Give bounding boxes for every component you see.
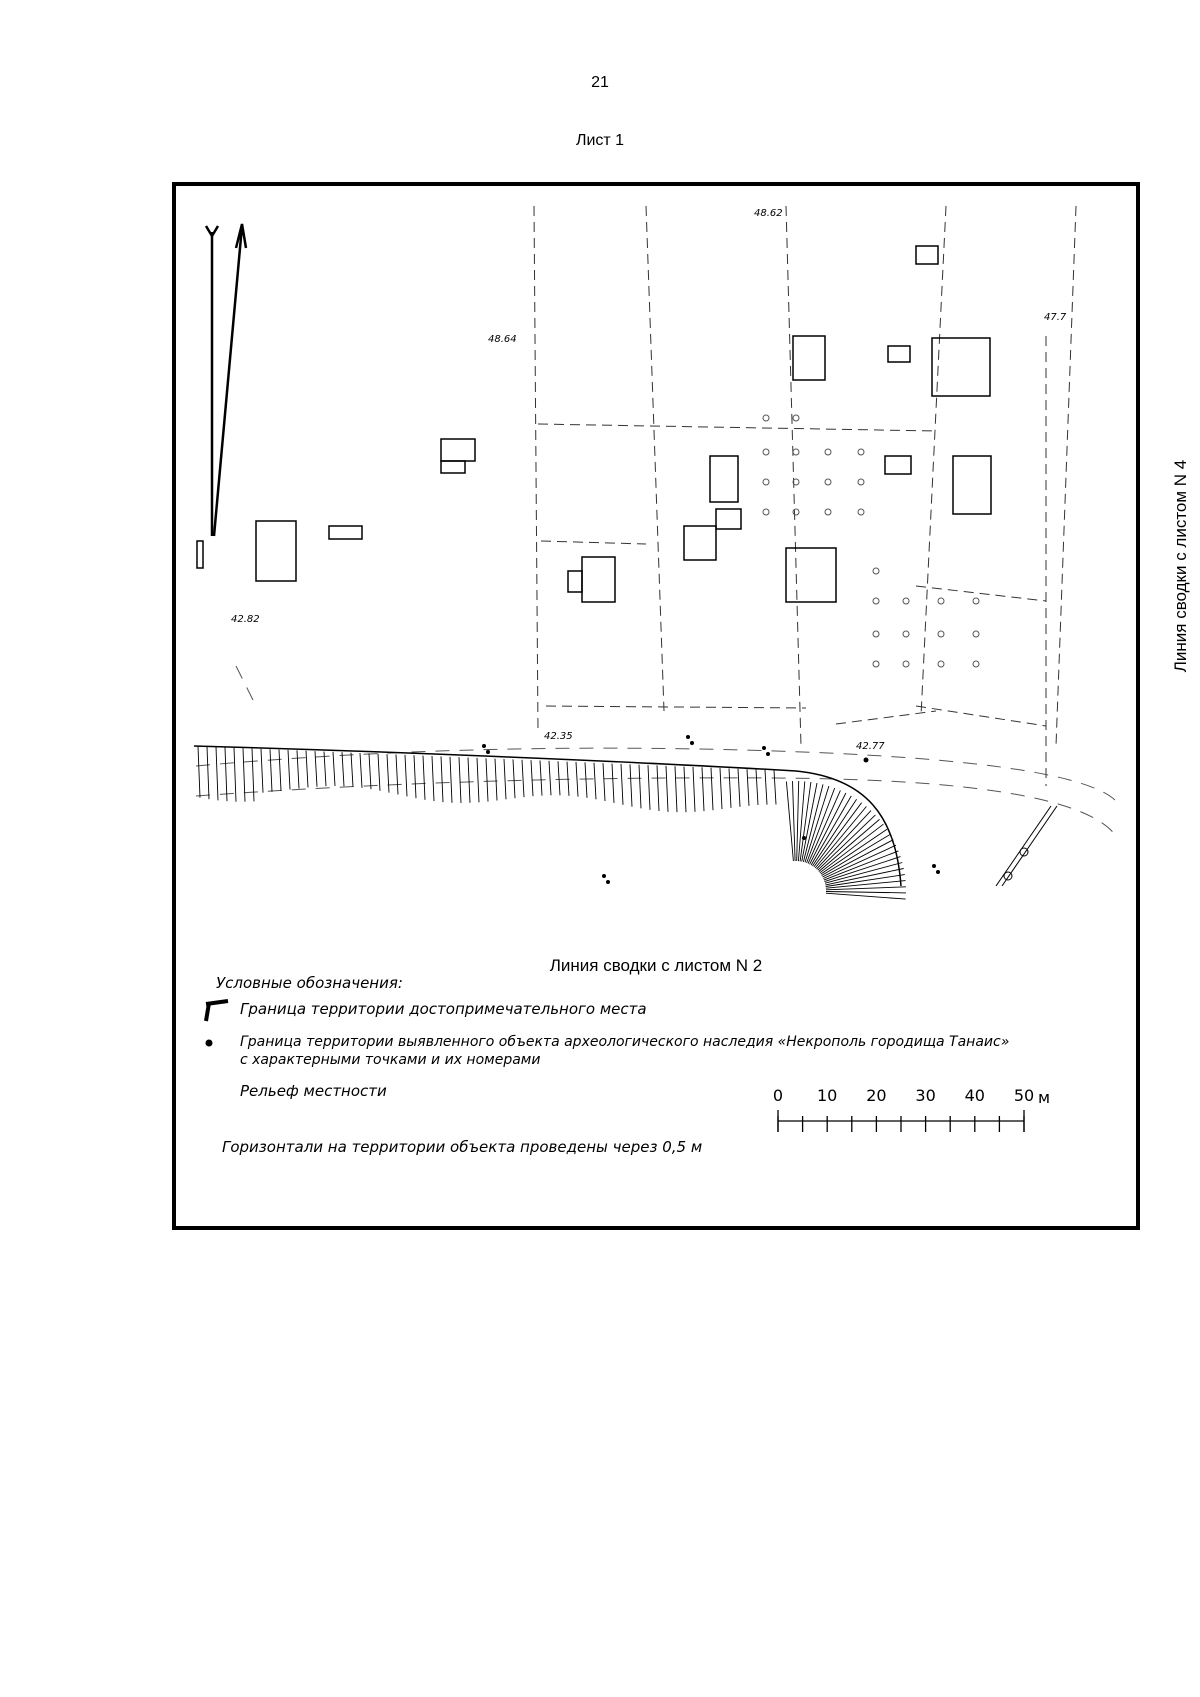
property-boundaries	[533, 205, 1077, 786]
slope-hatching	[193, 745, 902, 887]
archaeological-points	[482, 735, 940, 884]
power-line	[995, 805, 1058, 887]
buildings	[196, 245, 992, 603]
map-drawing	[193, 205, 1117, 1132]
slope-hatching-strokes	[197, 746, 907, 900]
north-arrow-icon	[204, 223, 248, 537]
page-number: 21	[591, 74, 609, 91]
scale-bar	[777, 1110, 1025, 1132]
orchard-trees	[762, 414, 980, 668]
legend-landmark-symbol-icon	[204, 999, 229, 1022]
map-frame: 48.62 48.64 47.7 42.82 42.35 42.77 Линия…	[172, 182, 1190, 1230]
road-lines	[195, 665, 1117, 837]
junction-label-right: Линия сводки с листом N 4	[1171, 459, 1190, 673]
legend-point-symbol-icon	[205, 1039, 213, 1047]
sheet-label: Лист 1	[575, 132, 625, 149]
